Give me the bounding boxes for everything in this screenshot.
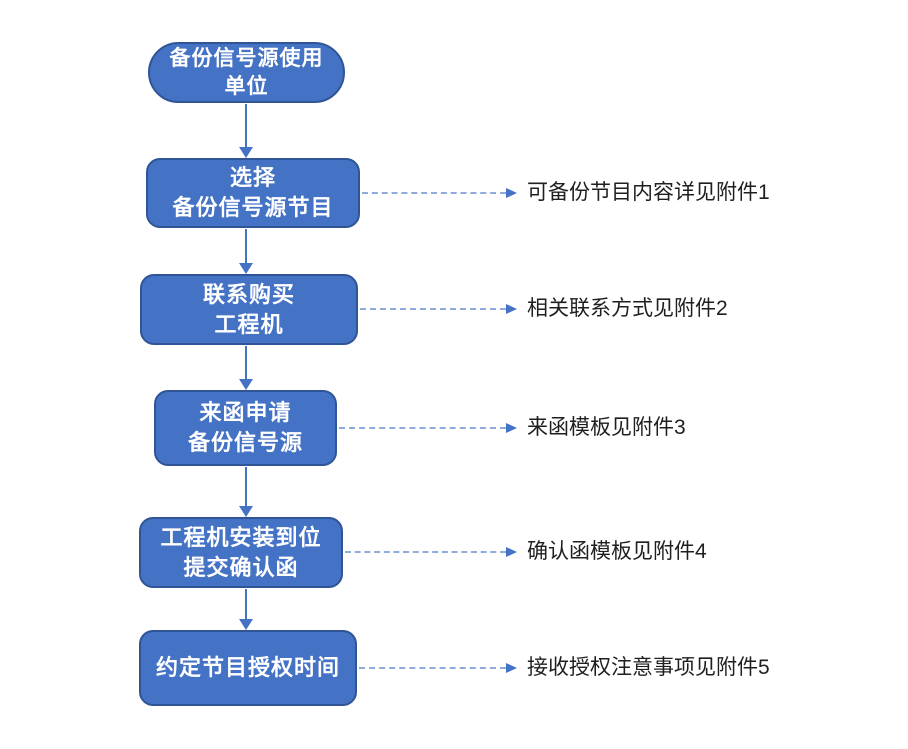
connector-step1-to-step2 bbox=[239, 229, 253, 274]
node-label-line: 备份信号源使用 bbox=[169, 46, 324, 70]
flow-node-step5: 约定节目授权时间 bbox=[139, 630, 357, 706]
dashed-line bbox=[362, 192, 506, 194]
annotation-step2: 相关联系方式见附件2 bbox=[527, 297, 728, 320]
connector-line bbox=[245, 229, 247, 263]
dashed-connector-step4 bbox=[345, 546, 517, 558]
arrow-right-icon bbox=[506, 423, 517, 433]
arrow-right-icon bbox=[506, 188, 517, 198]
connector-line bbox=[245, 467, 247, 506]
arrow-right-icon bbox=[506, 547, 517, 557]
node-label-line: 备份信号源节目 bbox=[172, 195, 334, 220]
arrow-down-icon bbox=[239, 147, 253, 158]
flow-node-start: 备份信号源使用 单位 bbox=[148, 42, 345, 103]
node-label-line: 约定节目授权时间 bbox=[155, 655, 340, 680]
annotation-step4: 确认函模板见附件4 bbox=[527, 540, 707, 563]
dashed-line bbox=[345, 551, 506, 553]
connector-start-to-step1 bbox=[239, 104, 253, 158]
flow-node-step2: 联系购买 工程机 bbox=[140, 274, 358, 345]
dashed-line bbox=[339, 427, 506, 429]
dashed-connector-step3 bbox=[339, 422, 517, 434]
dashed-connector-step2 bbox=[360, 303, 517, 315]
connector-step4-to-step5 bbox=[239, 589, 253, 630]
node-label-line: 联系购买 bbox=[202, 281, 295, 307]
dashed-line bbox=[359, 667, 506, 669]
arrow-down-icon bbox=[239, 506, 253, 517]
flow-node-step3: 来函申请 备份信号源 bbox=[154, 390, 337, 466]
annotation-step1: 可备份节目内容详见附件1 bbox=[527, 181, 770, 204]
node-label-line: 工程机 bbox=[214, 311, 284, 337]
node-label-line: 单位 bbox=[224, 74, 269, 98]
arrow-down-icon bbox=[239, 619, 253, 630]
node-label-line: 工程机安装到位 bbox=[160, 524, 322, 550]
node-label-line: 来函申请 bbox=[199, 400, 292, 425]
arrow-down-icon bbox=[239, 263, 253, 274]
arrow-right-icon bbox=[506, 304, 517, 314]
arrow-down-icon bbox=[239, 379, 253, 390]
connector-line bbox=[245, 589, 247, 619]
arrow-right-icon bbox=[506, 663, 517, 673]
connector-line bbox=[245, 346, 247, 379]
node-label-line: 提交确认函 bbox=[183, 554, 299, 580]
connector-line bbox=[245, 104, 247, 147]
flow-node-step1: 选择 备份信号源节目 bbox=[146, 158, 360, 228]
connector-step2-to-step3 bbox=[239, 346, 253, 390]
dashed-connector-step5 bbox=[359, 662, 517, 674]
annotation-step5: 接收授权注意事项见附件5 bbox=[527, 656, 770, 679]
dashed-line bbox=[360, 308, 506, 310]
connector-step3-to-step4 bbox=[239, 467, 253, 517]
dashed-connector-step1 bbox=[362, 187, 517, 199]
node-label-line: 选择 bbox=[229, 165, 276, 190]
annotation-step3: 来函模板见附件3 bbox=[527, 416, 686, 439]
node-label-line: 备份信号源 bbox=[187, 430, 303, 455]
flow-node-step4: 工程机安装到位 提交确认函 bbox=[139, 517, 343, 588]
